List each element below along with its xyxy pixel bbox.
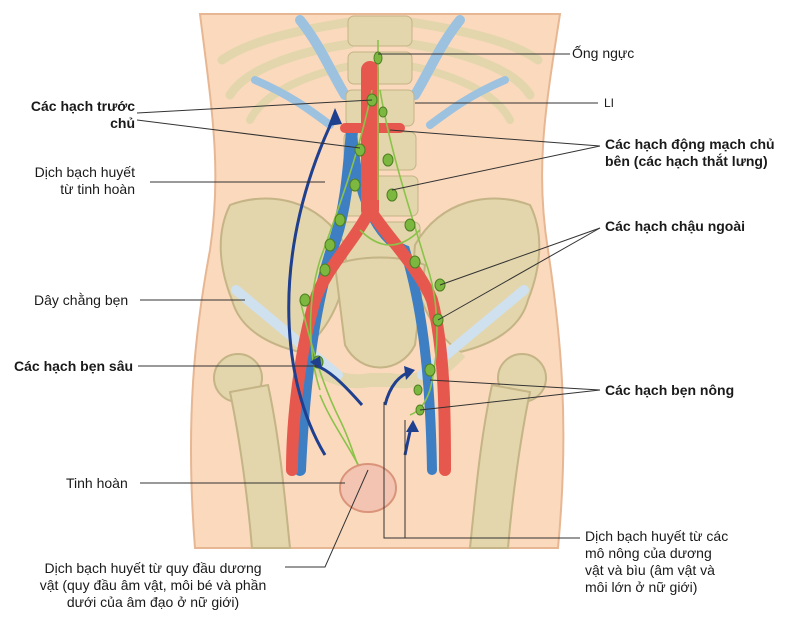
label-li: LI: [604, 96, 615, 110]
label-dbh-quy-dau-line2: vật (quy đầu âm vật, môi bé và phần: [39, 577, 267, 593]
label-hach-ben-sau: Các hạch bẹn sâu: [14, 358, 134, 374]
label-dbh-mo-nong: Dịch bạch huyết từ các mô nông của dương…: [585, 528, 728, 596]
rib-cage: [217, 15, 543, 129]
label-dbh-quy-dau-line3: dưới của âm đạo ở nữ giới): [66, 594, 240, 610]
label-dbh-mo-nong-line3: vật và bìu (âm vật và: [585, 562, 715, 578]
label-hach-chau-ngoai: Các hạch chậu ngoài: [605, 218, 746, 234]
label-hach-dong-mach-chu-ben-line1: Các hạch động mạch chủ: [605, 136, 775, 152]
label-dbh-mo-nong-line4: môi lớn ở nữ giới): [585, 579, 698, 595]
label-tinh-hoan: Tinh hoàn: [66, 475, 128, 491]
label-hach-dong-mach-chu-ben: Các hạch động mạch chủ bên (các hạch thắ…: [605, 136, 775, 170]
leader-lines: [136, 53, 601, 568]
testis: [339, 463, 397, 513]
label-dbh-tinh-hoan-line1: Dịch bạch huyết: [34, 164, 135, 180]
label-hach-ben-nong: Các hạch bẹn nông: [605, 382, 735, 398]
arrowheads: [310, 108, 419, 432]
lymph-vessels: [299, 40, 438, 471]
label-dbh-tinh-hoan-line2: từ tinh hoàn: [60, 181, 135, 197]
label-dbh-mo-nong-line2: mô nông của dương: [585, 545, 712, 561]
label-dich-bach-huyet-tinh-hoan: Dịch bạch huyết từ tinh hoàn: [10, 164, 135, 198]
label-dbh-quy-dau-line1: Dịch bạch huyết từ quy đầu dương: [44, 560, 262, 576]
femurs: [213, 353, 547, 549]
label-dbh-mo-nong-line1: Dịch bạch huyết từ các: [585, 528, 729, 544]
arteries: [286, 61, 451, 476]
label-hach-truoc-chu-line2: chủ: [110, 115, 135, 131]
label-ong-nguc: Ống ngực: [572, 45, 635, 61]
label-dbh-quy-dau: Dịch bạch huyết từ quy đầu dương vật (qu…: [18, 560, 288, 611]
label-hach-truoc-chu: Các hạch trước chủ: [10, 98, 135, 132]
label-day-chang-ben: Dây chằng bẹn: [34, 292, 129, 308]
label-hach-dong-mach-chu-ben-line2: bên (các hạch thắt lưng): [605, 153, 768, 169]
label-hach-truoc-chu-line1: Các hạch trước: [30, 98, 135, 114]
